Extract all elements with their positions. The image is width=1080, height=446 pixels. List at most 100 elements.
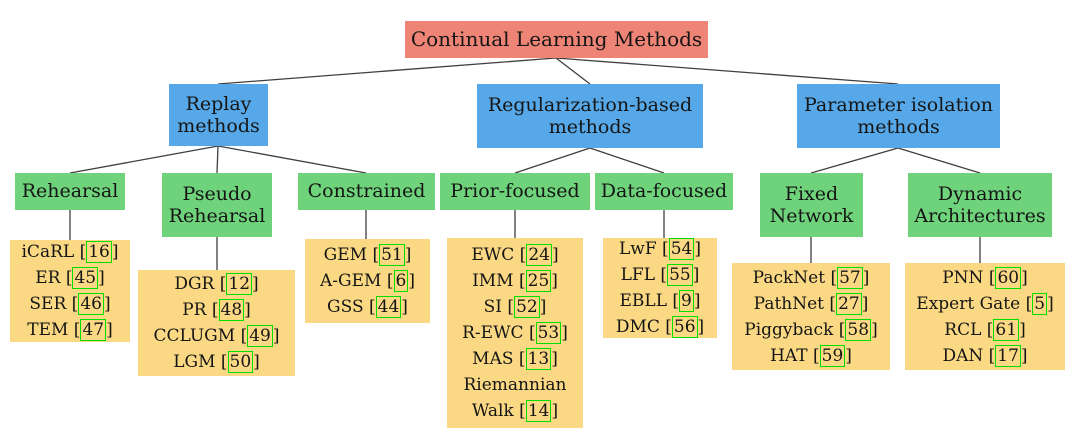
citation-link[interactable]: 56	[671, 316, 698, 338]
method-label: PathNet [	[753, 293, 837, 314]
citation-link[interactable]: 49	[247, 325, 273, 347]
method-label-bracket: ]	[404, 245, 412, 265]
citation-link[interactable]: 16	[86, 241, 112, 263]
method-entry: DMC [56]	[603, 314, 717, 340]
method-label: PR [	[182, 300, 219, 320]
citation-link[interactable]: 51	[379, 244, 405, 266]
method-label-bracket: ]	[1020, 345, 1028, 366]
leaf-list-constrained: GEM [51]A-GEM [6]GSS [44]	[305, 239, 430, 323]
citation-link[interactable]: 60	[995, 266, 1022, 289]
method-label: PNN [	[942, 267, 996, 288]
citation-link[interactable]: 55	[667, 264, 693, 286]
method-entry: Piggyback [58]	[732, 317, 890, 343]
method-label: PackNet [	[752, 267, 838, 288]
citation-link[interactable]: 5	[1032, 292, 1048, 315]
connector	[217, 145, 367, 174]
citation-link[interactable]: 6	[393, 270, 409, 292]
method-label: CCLUGM [	[153, 326, 248, 346]
citation-link[interactable]: 50	[227, 351, 254, 373]
citation-link[interactable]: 12	[226, 273, 253, 295]
method-label: LGM [	[173, 352, 228, 372]
method-entry: Riemannian Walk [14]	[447, 372, 583, 424]
method-label: EBLL [	[619, 291, 680, 311]
method-label-bracket: ]	[401, 297, 408, 317]
citation-link[interactable]: 13	[525, 348, 552, 370]
citation-link[interactable]: 53	[535, 322, 562, 344]
method-entry: CCLUGM [49]	[138, 323, 295, 349]
method-entry: PNN [60]	[905, 265, 1065, 291]
method-entry: iCaRL [16]	[10, 239, 130, 265]
method-label-bracket: ]	[252, 274, 259, 294]
node-parameter-isolation-methods: Parameter isolation methods	[797, 84, 1000, 148]
method-label-bracket: ]	[103, 294, 111, 314]
citation-link[interactable]: 25	[525, 270, 552, 292]
method-entry: TEM [47]	[10, 317, 130, 343]
method-label: SI [	[483, 297, 515, 317]
method-label: RCL [	[944, 319, 994, 340]
citation-link[interactable]: 27	[836, 292, 862, 315]
method-label: HAT [	[770, 345, 820, 366]
method-label: Riemannian Walk [	[463, 375, 567, 421]
connector	[216, 145, 219, 174]
method-label: Piggyback [	[744, 319, 846, 340]
method-label-bracket: ]	[253, 352, 260, 372]
connector	[589, 147, 665, 174]
method-entry: GSS [44]	[305, 294, 430, 320]
leaf-list-fixed-network: PackNet [57]PathNet [27]Piggyback [58]HA…	[732, 263, 890, 370]
citation-link[interactable]: 14	[525, 400, 552, 422]
method-entry: PathNet [27]	[732, 291, 890, 317]
node-prior-focused: Prior-focused	[440, 173, 590, 210]
citation-link[interactable]: 54	[668, 238, 695, 260]
citation-link[interactable]: 17	[995, 344, 1021, 367]
citation-link[interactable]: 47	[80, 319, 107, 341]
method-label-bracket: ]	[861, 293, 869, 314]
method-entry: DGR [12]	[138, 271, 295, 297]
leaf-list-dynamic-architectures: PNN [60]Expert Gate [5]RCL [61]DAN [17]	[905, 263, 1065, 370]
method-label-bracket: ]	[106, 320, 113, 340]
method-label-bracket: ]	[539, 297, 547, 317]
method-label-bracket: ]	[98, 268, 105, 288]
method-entry: LFL [55]	[603, 262, 717, 288]
citation-link[interactable]: 61	[993, 318, 1020, 341]
method-label-bracket: ]	[272, 326, 280, 346]
node-replay-methods: Replay methods	[169, 84, 268, 146]
citation-link[interactable]: 24	[526, 244, 552, 266]
citation-link[interactable]: 9	[679, 290, 694, 312]
citation-link[interactable]: 58	[845, 318, 872, 341]
method-label-bracket: ]	[551, 245, 559, 265]
method-entry: EWC [24]	[447, 242, 583, 268]
node-dynamic-architectures: Dynamic Architectures	[908, 173, 1052, 237]
method-entry: MAS [13]	[447, 346, 583, 372]
connector	[810, 147, 899, 174]
citation-link[interactable]: 57	[837, 266, 863, 289]
citation-link[interactable]: 44	[375, 296, 402, 318]
citation-link[interactable]: 52	[514, 296, 540, 318]
method-label-bracket: ]	[1047, 293, 1054, 314]
method-label-bracket: ]	[551, 271, 558, 291]
method-label: LFL [	[620, 265, 668, 285]
method-label: iCaRL [	[21, 242, 87, 262]
method-entry: SI [52]	[447, 294, 583, 320]
method-label-bracket: ]	[408, 271, 415, 291]
citation-link[interactable]: 48	[218, 299, 245, 321]
method-entry: Expert Gate [5]	[905, 291, 1065, 317]
leaf-list-rehearsal: iCaRL [16]ER [45]SER [46]TEM [47]	[10, 240, 130, 342]
node-continual-learning-methods: Continual Learning Methods	[405, 21, 708, 58]
method-label-bracket: ]	[697, 317, 705, 337]
method-label-bracket: ]	[1021, 267, 1028, 288]
method-label: EWC [	[471, 245, 527, 265]
citation-link[interactable]: 46	[78, 293, 104, 315]
method-label: A-GEM [	[320, 271, 394, 291]
citation-link[interactable]: 45	[72, 267, 99, 289]
node-constrained: Constrained	[298, 173, 435, 210]
method-entry: RCL [61]	[905, 317, 1065, 343]
method-label: Expert Gate [	[916, 293, 1033, 314]
method-entry: PackNet [57]	[732, 265, 890, 291]
citation-link[interactable]: 59	[819, 344, 846, 367]
method-label-bracket: ]	[561, 323, 568, 343]
method-entry: DAN [17]	[905, 343, 1065, 369]
method-label: TEM [	[27, 320, 81, 340]
method-label: DAN [	[942, 345, 996, 366]
